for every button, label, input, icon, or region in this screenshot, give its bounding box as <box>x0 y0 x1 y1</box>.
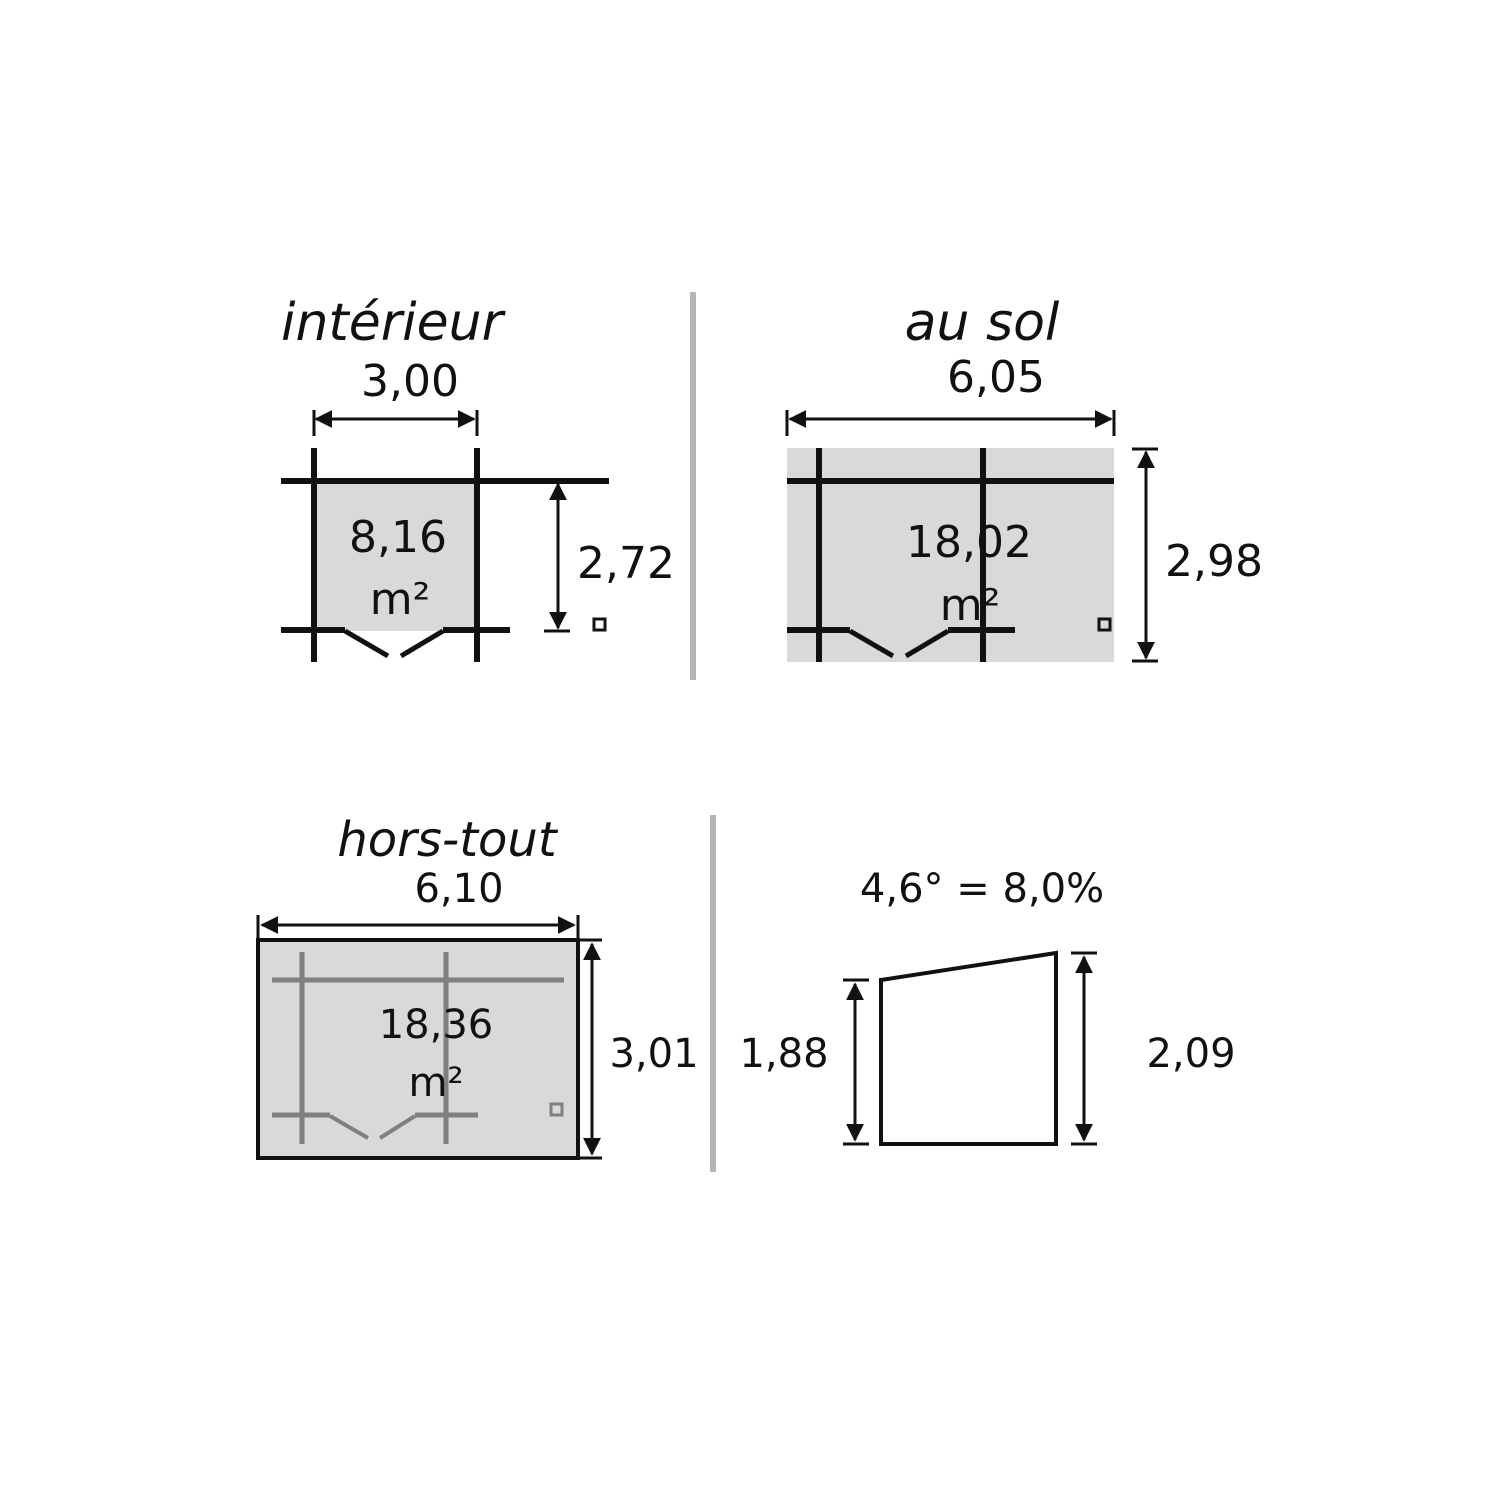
au-sol-area-unit: m² <box>940 580 1001 631</box>
au-sol-width-label: 6,05 <box>947 352 1045 403</box>
hors-tout-depth-label: 3,01 <box>609 1031 698 1077</box>
high-height-label: 2,09 <box>1146 1031 1235 1077</box>
interieur-area-value: 8,16 <box>349 512 447 563</box>
downpipe-icon <box>592 617 607 632</box>
interieur-plan: intérieur 3,00 8,16 m² 2,72 <box>281 293 675 662</box>
interieur-title: intérieur <box>281 293 507 353</box>
au-sol-title: au sol <box>905 293 1060 353</box>
door-leaf-right <box>378 1114 417 1140</box>
au-sol-plan: au sol 6,05 18,02 m² 2,98 <box>785 293 1263 663</box>
au-sol-area-value: 18,02 <box>906 517 1032 568</box>
door-leaf-right <box>399 628 445 659</box>
interieur-depth-label: 2,72 <box>577 538 675 589</box>
interieur-width-label: 3,00 <box>361 356 459 407</box>
hors-tout-area-unit: m² <box>409 1060 464 1106</box>
door-leaf-left <box>328 1114 370 1140</box>
au-sol-depth-label: 2,98 <box>1165 536 1263 587</box>
hors-tout-roof-outline <box>256 938 580 1160</box>
interieur-area-unit: m² <box>370 574 431 625</box>
door-leaf-left <box>343 628 390 659</box>
hors-tout-width-label: 6,10 <box>414 866 503 912</box>
roof-slope-label: 4,6° = 8,0% <box>860 866 1104 912</box>
downpipe-icon <box>1097 617 1112 632</box>
hors-tout-plan: hors-tout 6,10 18,36 m² 3,01 <box>256 812 699 1160</box>
downpipe-icon <box>549 1102 564 1117</box>
side-profile: 4,6° = 8,0% 1,88 2,09 <box>739 866 1236 1146</box>
shed-profile-outline <box>879 950 1058 1146</box>
low-height-label: 1,88 <box>739 1031 828 1077</box>
door-leaf-left <box>848 628 895 659</box>
door-leaf-right <box>904 628 950 659</box>
hors-tout-title: hors-tout <box>337 812 558 868</box>
interieur-floor <box>315 481 477 631</box>
hors-tout-area-value: 18,36 <box>379 1002 494 1048</box>
